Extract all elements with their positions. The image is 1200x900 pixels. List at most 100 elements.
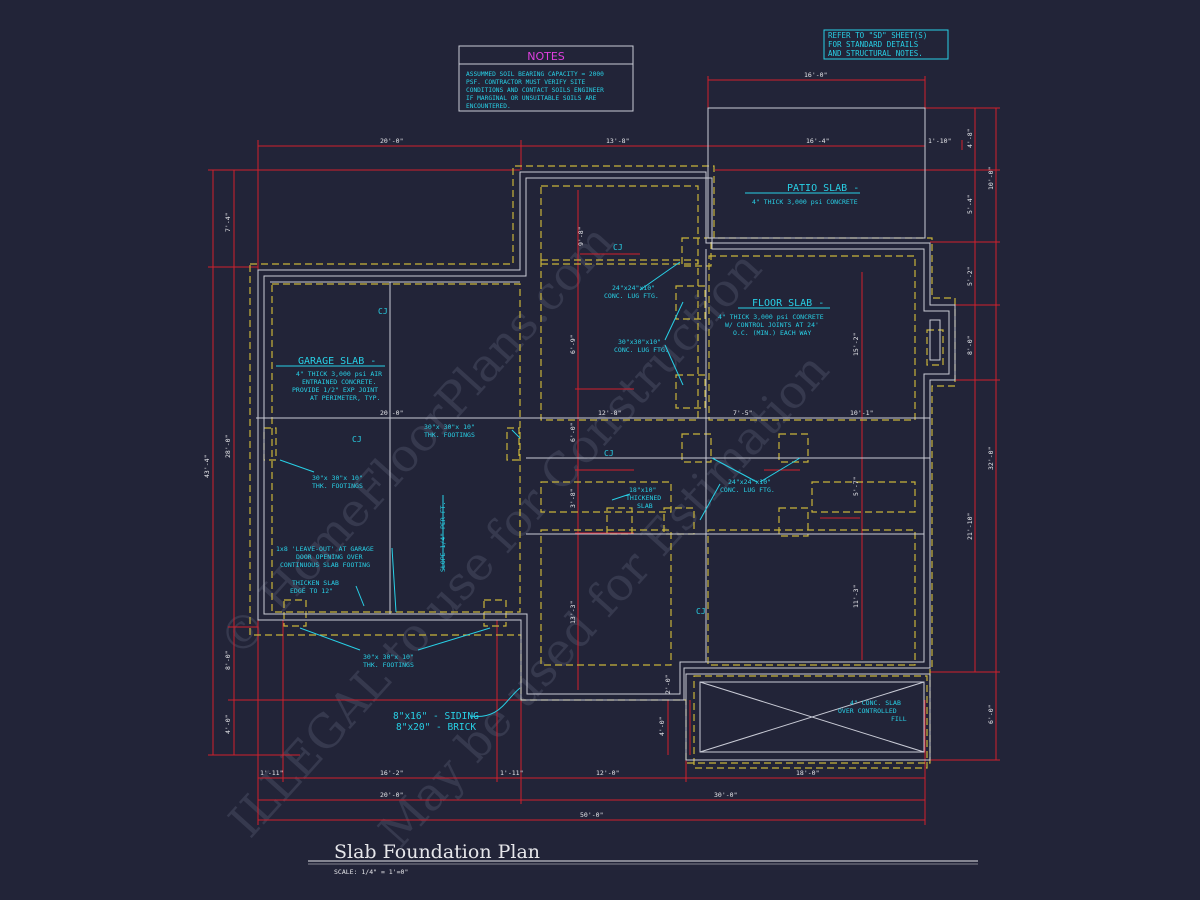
- dim-text: 8'-0": [224, 650, 232, 670]
- refer-line: REFER TO "SD" SHEET(S): [828, 31, 927, 40]
- dim-text: 4'-0": [658, 716, 666, 736]
- patio-slab-spec: 4" THICK 3,000 psi CONCRETE: [752, 198, 858, 206]
- footing-bottom-label: THK. FOOTINGS: [363, 661, 414, 669]
- garage-slab-spec: AT PERIMETER, TYP.: [310, 394, 380, 402]
- dim-text: 20'-0": [380, 791, 403, 799]
- siding-label: 8"x16" - SIDING: [393, 711, 479, 722]
- cj-label: CJ: [378, 307, 388, 316]
- dim-text: 20'-0": [380, 409, 403, 417]
- dim-text: 5'-4": [966, 194, 974, 214]
- notes-line: CONDITIONS AND CONTACT SOILS ENGINEER: [466, 87, 604, 94]
- cj-label: CJ: [613, 243, 623, 252]
- footing-bottom-label: 30"x 30"x 10": [363, 653, 414, 661]
- title-block: Slab Foundation Plan SCALE: 1/4" = 1'=0": [308, 841, 978, 876]
- watermark: © HomeFloorPlans.com ILLEGAL to use for …: [208, 214, 839, 857]
- garage-slab-spec: ENTRAINED CONCRETE.: [302, 378, 376, 386]
- dim-text: 4'-8": [966, 128, 974, 148]
- lug-24-label: 24"x24"x10": [612, 284, 655, 292]
- dim-text: 10'-0": [987, 167, 995, 190]
- dim-text: 20'-0": [380, 137, 403, 145]
- notes-box: NOTES ASSUMMED SOIL BEARING CAPACITY = 2…: [458, 45, 634, 112]
- dim-text: 5'-2": [966, 266, 974, 286]
- walls: [256, 107, 956, 761]
- exterior-wall-outer: [257, 171, 956, 701]
- dim-text: 6'-0": [569, 422, 577, 442]
- dim-text: 16'-0": [804, 71, 827, 79]
- dimension-lines: [208, 76, 1000, 825]
- dim-text: 50'-0": [580, 811, 603, 819]
- thickened-slab-label: THICKENED: [626, 494, 661, 502]
- dim-text: 18'-0": [796, 769, 819, 777]
- dim-text: 12'-0": [596, 769, 619, 777]
- slope-label: SLOPE 1/4" PER FT.: [439, 502, 447, 572]
- dim-text: 12'-8": [598, 409, 621, 417]
- controlled-fill-label: FILL: [891, 715, 907, 723]
- lug-30-label: CONC. LUG FTG.: [614, 346, 669, 354]
- notes-line: PSF. CONTRACTOR MUST VERIFY SITE: [466, 79, 585, 86]
- footing-left-label: 30"x 30"x 10": [312, 474, 363, 482]
- leave-out-label: CONTINUOUS SLAB FOOTING: [280, 561, 370, 569]
- lug-30-label: 30"x30"x10": [618, 338, 661, 346]
- garage-slab-spec: 4" THICK 3,000 psi AIR: [296, 370, 382, 378]
- dim-text: 16'-2": [380, 769, 403, 777]
- dim-text: 16'-4": [806, 137, 829, 145]
- refer-line: FOR STANDARD DETAILS: [828, 40, 919, 49]
- notes-line: ASSUMMED SOIL BEARING CAPACITY = 2000: [466, 71, 604, 78]
- footing-right-label: THK. FOOTINGS: [424, 431, 475, 439]
- thicken-edge-label: THICKEN SLAB: [292, 579, 339, 587]
- floor-slab-spec: 4" THICK 3,000 psi CONCRETE: [718, 313, 824, 321]
- notes-heading: NOTES: [527, 50, 565, 63]
- dim-text: 30'-0": [714, 791, 737, 799]
- dim-text: 3'-8": [569, 488, 577, 508]
- leave-out-label: 1x8 'LEAVE-OUT' AT GARAGE: [276, 545, 374, 553]
- garage-slab-title: GARAGE SLAB -: [298, 356, 376, 367]
- fill-slab-outline: [699, 681, 925, 753]
- cj-label: CJ: [352, 435, 362, 444]
- dim-text: 7'-5": [733, 409, 753, 417]
- dim-text: 7'-4": [224, 212, 232, 232]
- dim-text: 43'-4": [203, 455, 211, 478]
- thickened-slab-label: 18"x10": [629, 486, 656, 494]
- patio-slab-title: PATIO SLAB -: [787, 183, 859, 194]
- dim-text: 13'-8": [606, 137, 629, 145]
- control-joint-labels: CJ CJ CJ CJ CJ: [352, 243, 706, 616]
- garage-slab-spec: PROVIDE 1/2" EXP JOINT: [292, 386, 378, 394]
- thickened-slab-label: SLAB: [637, 502, 653, 510]
- dim-text: 8'-0": [966, 335, 974, 355]
- footing-right-label: 30"x 30"x 10": [424, 423, 475, 431]
- dim-text: 2'-0": [664, 674, 672, 694]
- leave-out-label: DOOR OPENING OVER: [296, 553, 363, 561]
- thicken-edge-label: EDGE TO 12": [290, 587, 333, 595]
- exterior-wall-inner: [263, 177, 950, 695]
- dim-text: 11'-3": [852, 585, 860, 608]
- dim-text: 6'-9": [569, 334, 577, 354]
- footing-left-label: THK. FOOTINGS: [312, 482, 363, 490]
- cj-label: CJ: [696, 607, 706, 616]
- dim-text: 1'-10": [928, 137, 951, 145]
- refer-box: REFER TO "SD" SHEET(S) FOR STANDARD DETA…: [823, 29, 949, 60]
- notes-line: ENCOUNTERED.: [466, 103, 511, 110]
- lug-24b-label: CONC. LUG FTG.: [720, 486, 775, 494]
- dim-text: 1'-11": [500, 769, 523, 777]
- slab-labels: PATIO SLAB - 4" THICK 3,000 psi CONCRETE…: [276, 183, 907, 733]
- brick-label: 8"x20" - BRICK: [396, 722, 476, 733]
- refer-line: AND STRUCTURAL NOTES.: [828, 49, 923, 58]
- leader-lines: [276, 192, 860, 717]
- patio-slab-outline: [707, 107, 926, 239]
- plan-title: Slab Foundation Plan: [334, 841, 540, 863]
- dim-text: 28'-0": [224, 435, 232, 458]
- controlled-fill-label: 4" CONC. SLAB: [850, 699, 901, 707]
- floor-slab-title: FLOOR SLAB -: [752, 298, 824, 309]
- dim-text: 13'-3": [569, 601, 577, 624]
- dimension-text: 20'-0" 13'-8" 16'-0" 16'-4" 1'-10" 20'-0…: [203, 71, 995, 819]
- notes-line: IF MARGINAL OR UNSUITABLE SOILS ARE: [466, 95, 597, 102]
- dim-text: 10'-1": [850, 409, 873, 417]
- dim-text: 4'-0": [224, 714, 232, 734]
- floor-slab-spec: W/ CONTROL JOINTS AT 24': [725, 321, 819, 329]
- dim-text: 21'-10": [966, 513, 974, 540]
- dim-text: 5'-7": [852, 476, 860, 496]
- lug-24b-label: 24"x24"x10": [728, 478, 771, 486]
- dim-text: 1'-11": [260, 769, 283, 777]
